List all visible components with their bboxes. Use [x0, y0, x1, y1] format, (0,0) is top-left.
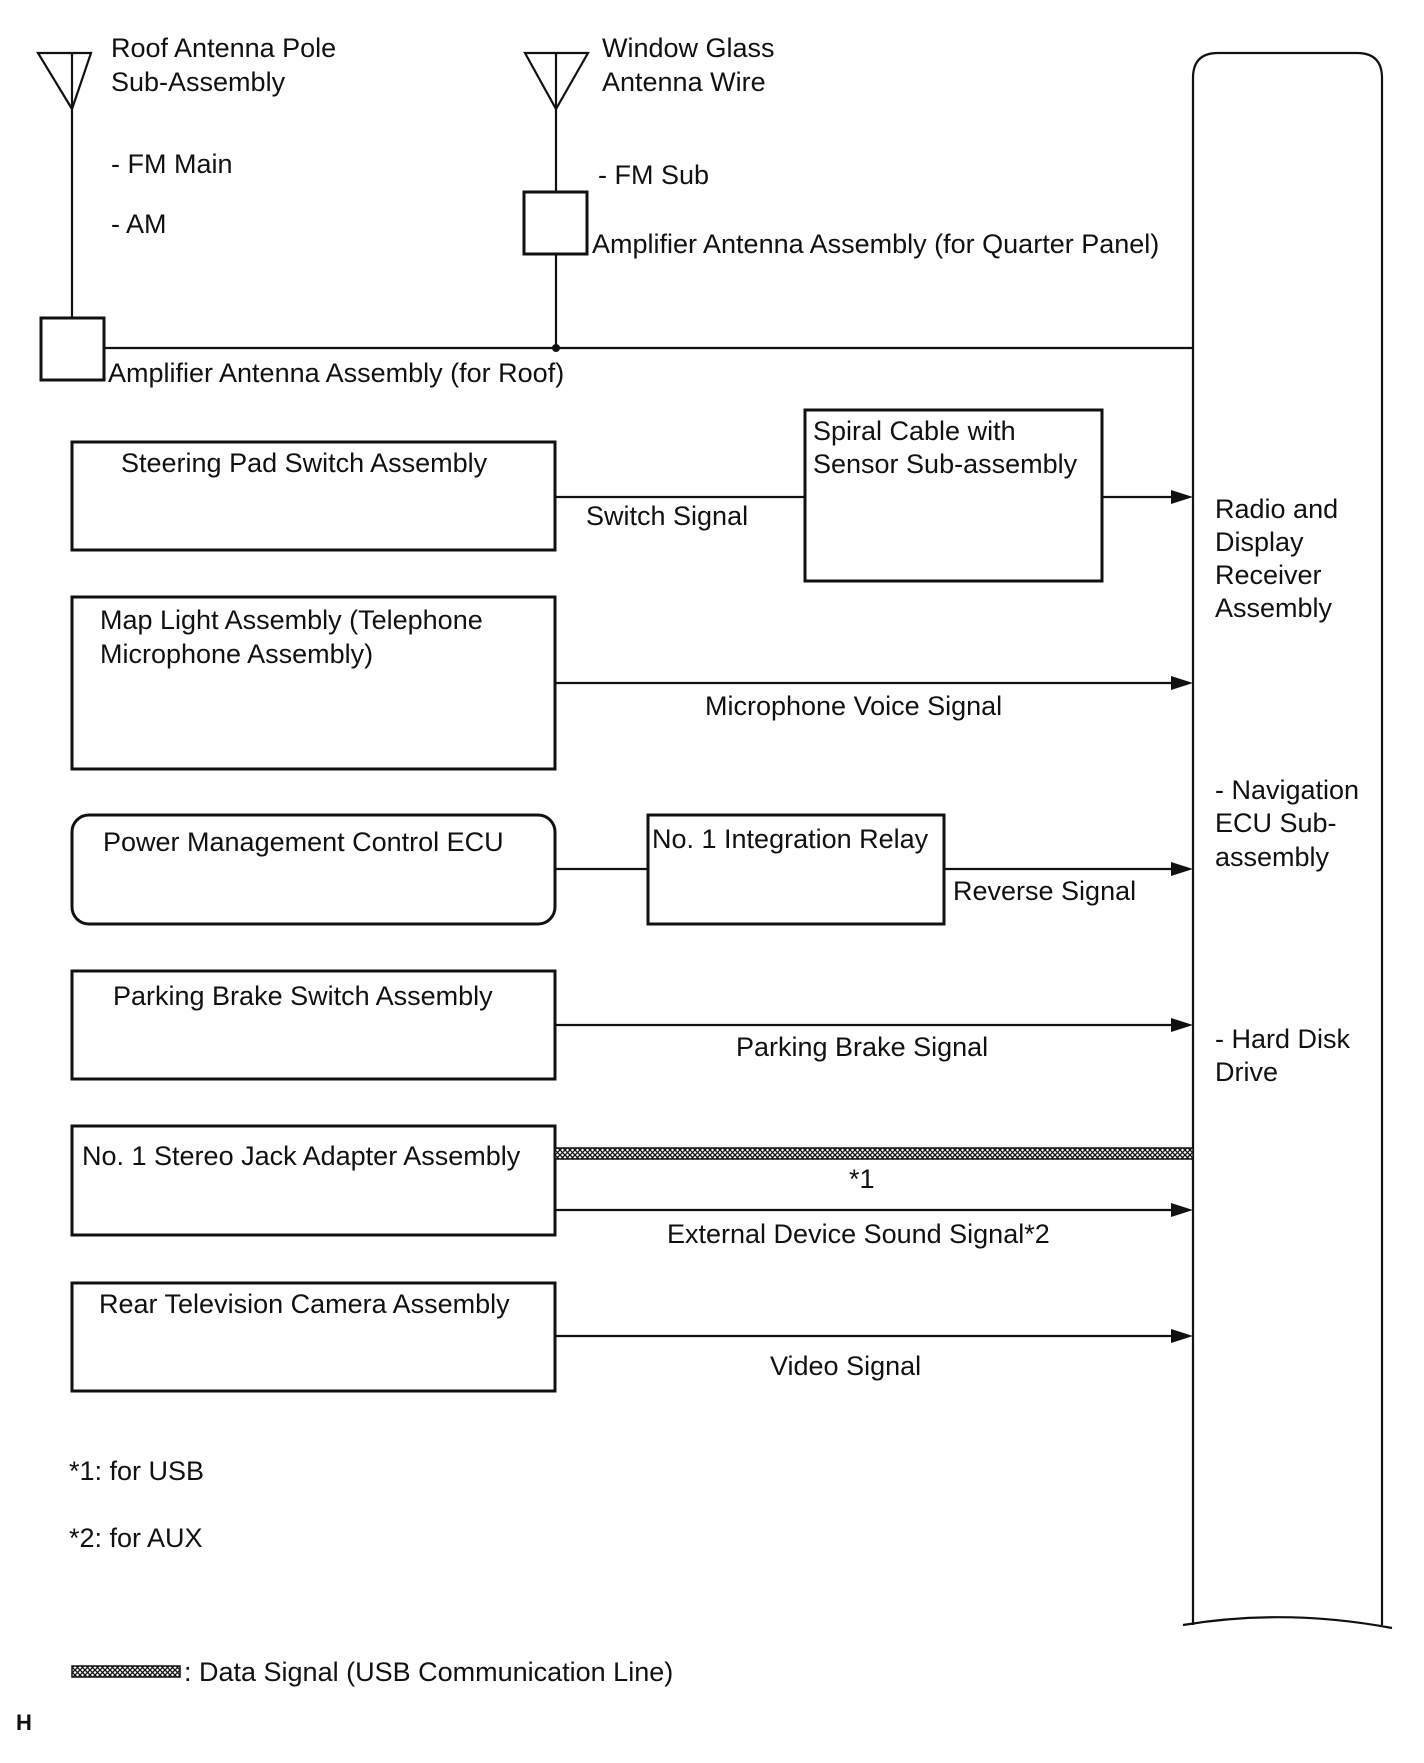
legend-label: : Data Signal (USB Communication Line): [184, 1657, 673, 1687]
amplifier-roof-label: Amplifier Antenna Assembly (for Roof): [108, 358, 564, 388]
amplifier-quarter-label: Amplifier Antenna Assembly (for Quarter …: [592, 229, 1159, 259]
integration-relay-box: [646, 813, 946, 926]
microphone-arrowhead: [1171, 676, 1193, 690]
rear-camera-box: [70, 1281, 557, 1393]
power-management-ecu-label: Power Management Control ECU: [103, 827, 504, 857]
video-arrowhead: [1171, 1329, 1193, 1343]
map-light-box: [70, 595, 557, 771]
window-antenna-label: Window Glass Antenna Wire: [602, 33, 782, 97]
page-code: H: [16, 1710, 32, 1735]
usb-footnote-mark: *1: [849, 1164, 875, 1194]
external-sound-arrowhead: [1171, 1203, 1193, 1217]
amplifier-quarter-box: [522, 190, 589, 256]
stereo-jack-adapter-box: [70, 1124, 557, 1237]
map-light-label: Map Light Assembly (Telephone Microphone…: [100, 605, 490, 669]
receiver-title: Radio and Display Receiver Assembly: [1215, 494, 1346, 623]
radio-receiver-assembly-box: [1191, 51, 1384, 1625]
reverse-arrowhead: [1171, 862, 1193, 876]
roof-antenna-label: Roof Antenna Pole Sub-Assembly: [111, 33, 344, 97]
window-antenna-icon: [523, 51, 590, 112]
receiver-hdd-label: - Hard Disk Drive: [1215, 1024, 1358, 1087]
receiver-break-line: [1182, 1616, 1393, 1630]
usb-data-line: [554, 1147, 1194, 1160]
receiver-navigation-label: - Navigation ECU Sub- assembly: [1215, 775, 1367, 872]
footnote-usb: *1: for USB: [69, 1456, 204, 1486]
switch-signal-label: Switch Signal: [586, 501, 748, 531]
parking-brake-switch-label: Parking Brake Switch Assembly: [113, 981, 493, 1011]
parking-brake-arrowhead: [1171, 1018, 1193, 1032]
roof-band-fm-main: - FM Main: [111, 149, 233, 179]
legend-hatch-swatch: [71, 1665, 181, 1678]
spiral-cable-label: Spiral Cable with Sensor Sub-assembly: [813, 416, 1078, 479]
rear-camera-label: Rear Television Camera Assembly: [99, 1289, 510, 1319]
roof-antenna-icon: [36, 51, 93, 112]
steering-pad-switch-label: Steering Pad Switch Assembly: [121, 448, 488, 478]
parking-brake-signal-label: Parking Brake Signal: [736, 1032, 988, 1062]
amplifier-roof-box: [39, 316, 106, 382]
reverse-signal-label: Reverse Signal: [953, 876, 1136, 906]
roof-band-am: - AM: [111, 209, 167, 239]
spiral-arrowhead: [1171, 490, 1193, 504]
stereo-jack-adapter-label: No. 1 Stereo Jack Adapter Assembly: [82, 1141, 521, 1171]
external-sound-label: External Device Sound Signal*2: [667, 1219, 1050, 1249]
footnote-aux: *2: for AUX: [69, 1523, 203, 1553]
parking-brake-switch-box: [70, 969, 557, 1081]
video-signal-label: Video Signal: [770, 1351, 921, 1381]
integration-relay-label: No. 1 Integration Relay: [652, 824, 929, 854]
microphone-signal-label: Microphone Voice Signal: [705, 691, 1002, 721]
spiral-cable-box: [803, 408, 1104, 583]
window-band-fm-sub: - FM Sub: [598, 160, 709, 190]
